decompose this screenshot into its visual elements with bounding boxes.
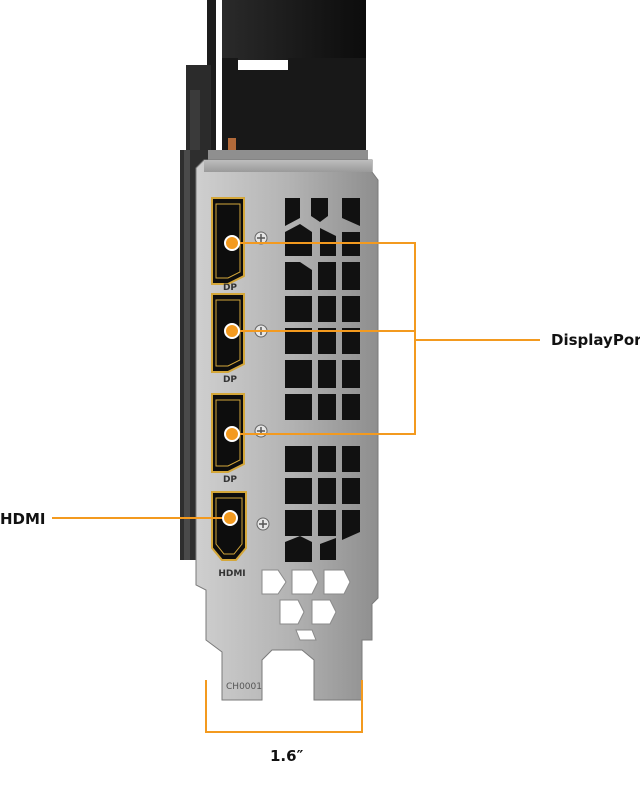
screw-1: [254, 231, 268, 245]
port-marker-dot: [222, 510, 238, 526]
vent-pattern-lower: [261, 569, 351, 641]
screw-4: [256, 517, 270, 531]
vent-pattern: [285, 198, 360, 562]
port-label-dp-2: DP: [223, 375, 237, 385]
width-dimension-label: 1.6″: [270, 747, 304, 765]
port-label-hdmi: HDMI: [218, 569, 245, 579]
displayport-label: DisplayPort: [551, 331, 640, 349]
port-marker-dot: [224, 323, 240, 339]
displayport-callout-lines: [232, 242, 540, 435]
port-markers: [222, 235, 240, 526]
port-hdmi: [211, 491, 247, 561]
port-label-dp-1: DP: [223, 283, 237, 293]
bracket-stamp: CH0001: [226, 682, 262, 692]
hdmi-label: HDMI: [0, 510, 46, 528]
port-label-dp-3: DP: [223, 475, 237, 485]
cooler-heatsink: [186, 0, 368, 160]
screw-3: [254, 424, 268, 438]
port-marker-dot: [224, 426, 240, 442]
port-marker-dot: [224, 235, 240, 251]
width-dimension-bracket: [205, 680, 363, 733]
